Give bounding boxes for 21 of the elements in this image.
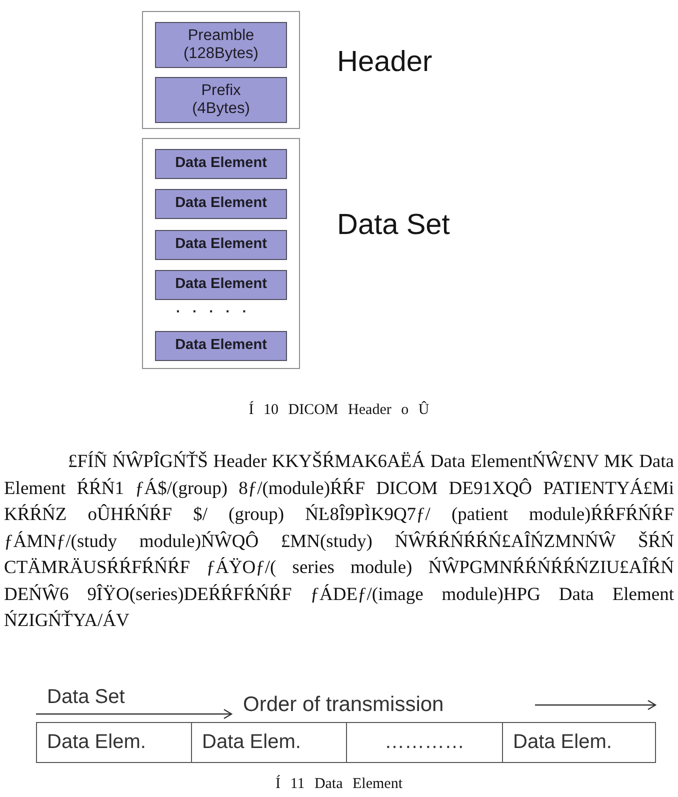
field-block: Preamble (128Bytes)	[155, 22, 287, 68]
section-frame	[142, 11, 300, 129]
group-label: Header	[337, 48, 432, 77]
group-label: Data Set	[337, 211, 450, 240]
field-block: Prefix (4Bytes)	[155, 77, 287, 123]
data-element-block: Data Element	[155, 230, 287, 260]
ellipsis-dots: · · · · ·	[176, 304, 247, 318]
data-element-block: Data Element	[155, 270, 287, 300]
figure-caption: Í 11 Data Element	[274, 775, 404, 793]
figure-caption: Í 10 DICOM Header o Û	[248, 401, 430, 419]
sequence-cell: Data Elem.	[36, 722, 192, 763]
sequence-cell: Data Elem.	[502, 722, 656, 763]
data-element-block: Data Element	[155, 149, 287, 179]
data-element-block: Data Element	[155, 189, 287, 219]
sequence-cell: …………	[346, 722, 503, 763]
body-paragraph: £FÍÑ ŃŴPÎGŃŤŠ Header KKYŠŔMAK6AËÁ Data ElementŃŴ£NV MK Data Element ŔŔŃ1 ƒÁ$/(group) 8ƒ/(module)ŔŔF DICOM DE91XQÔ PATIENTYÁ£Mi KŔŔŃZ oÛHŔŃŔF $/ (group) ŃĿ8Î9PÌK9Q7ƒ/ (patient module)ŔŔFŔŃŔF ƒÁMNƒ/(study module)ŃŴQÔ £MN(study) ŃŴŔŔŃŔŔŃ£AÎŃZMNŃŴ ŠŔŃ CTÄMRÄUSŔŔFŔŃŔF ƒÁŸOƒ/( series module) ŃŴPGMNŔŔŃŔŔŃZIU£AÎŔŃ DEŃŴ6 9ÎŸO(series)DEŔŔFŔŃŔF ƒÁDEƒ/(image module)HPG Data Element ŃZIGŃŤYA/ÁV	[4, 450, 674, 633]
data-element-block: Data Element	[155, 331, 287, 361]
section-frame	[142, 138, 300, 369]
sequence-cell: Data Elem.	[191, 722, 347, 763]
sequence-title: Data Set	[47, 687, 125, 707]
direction-label: Order of transmission	[243, 694, 444, 715]
